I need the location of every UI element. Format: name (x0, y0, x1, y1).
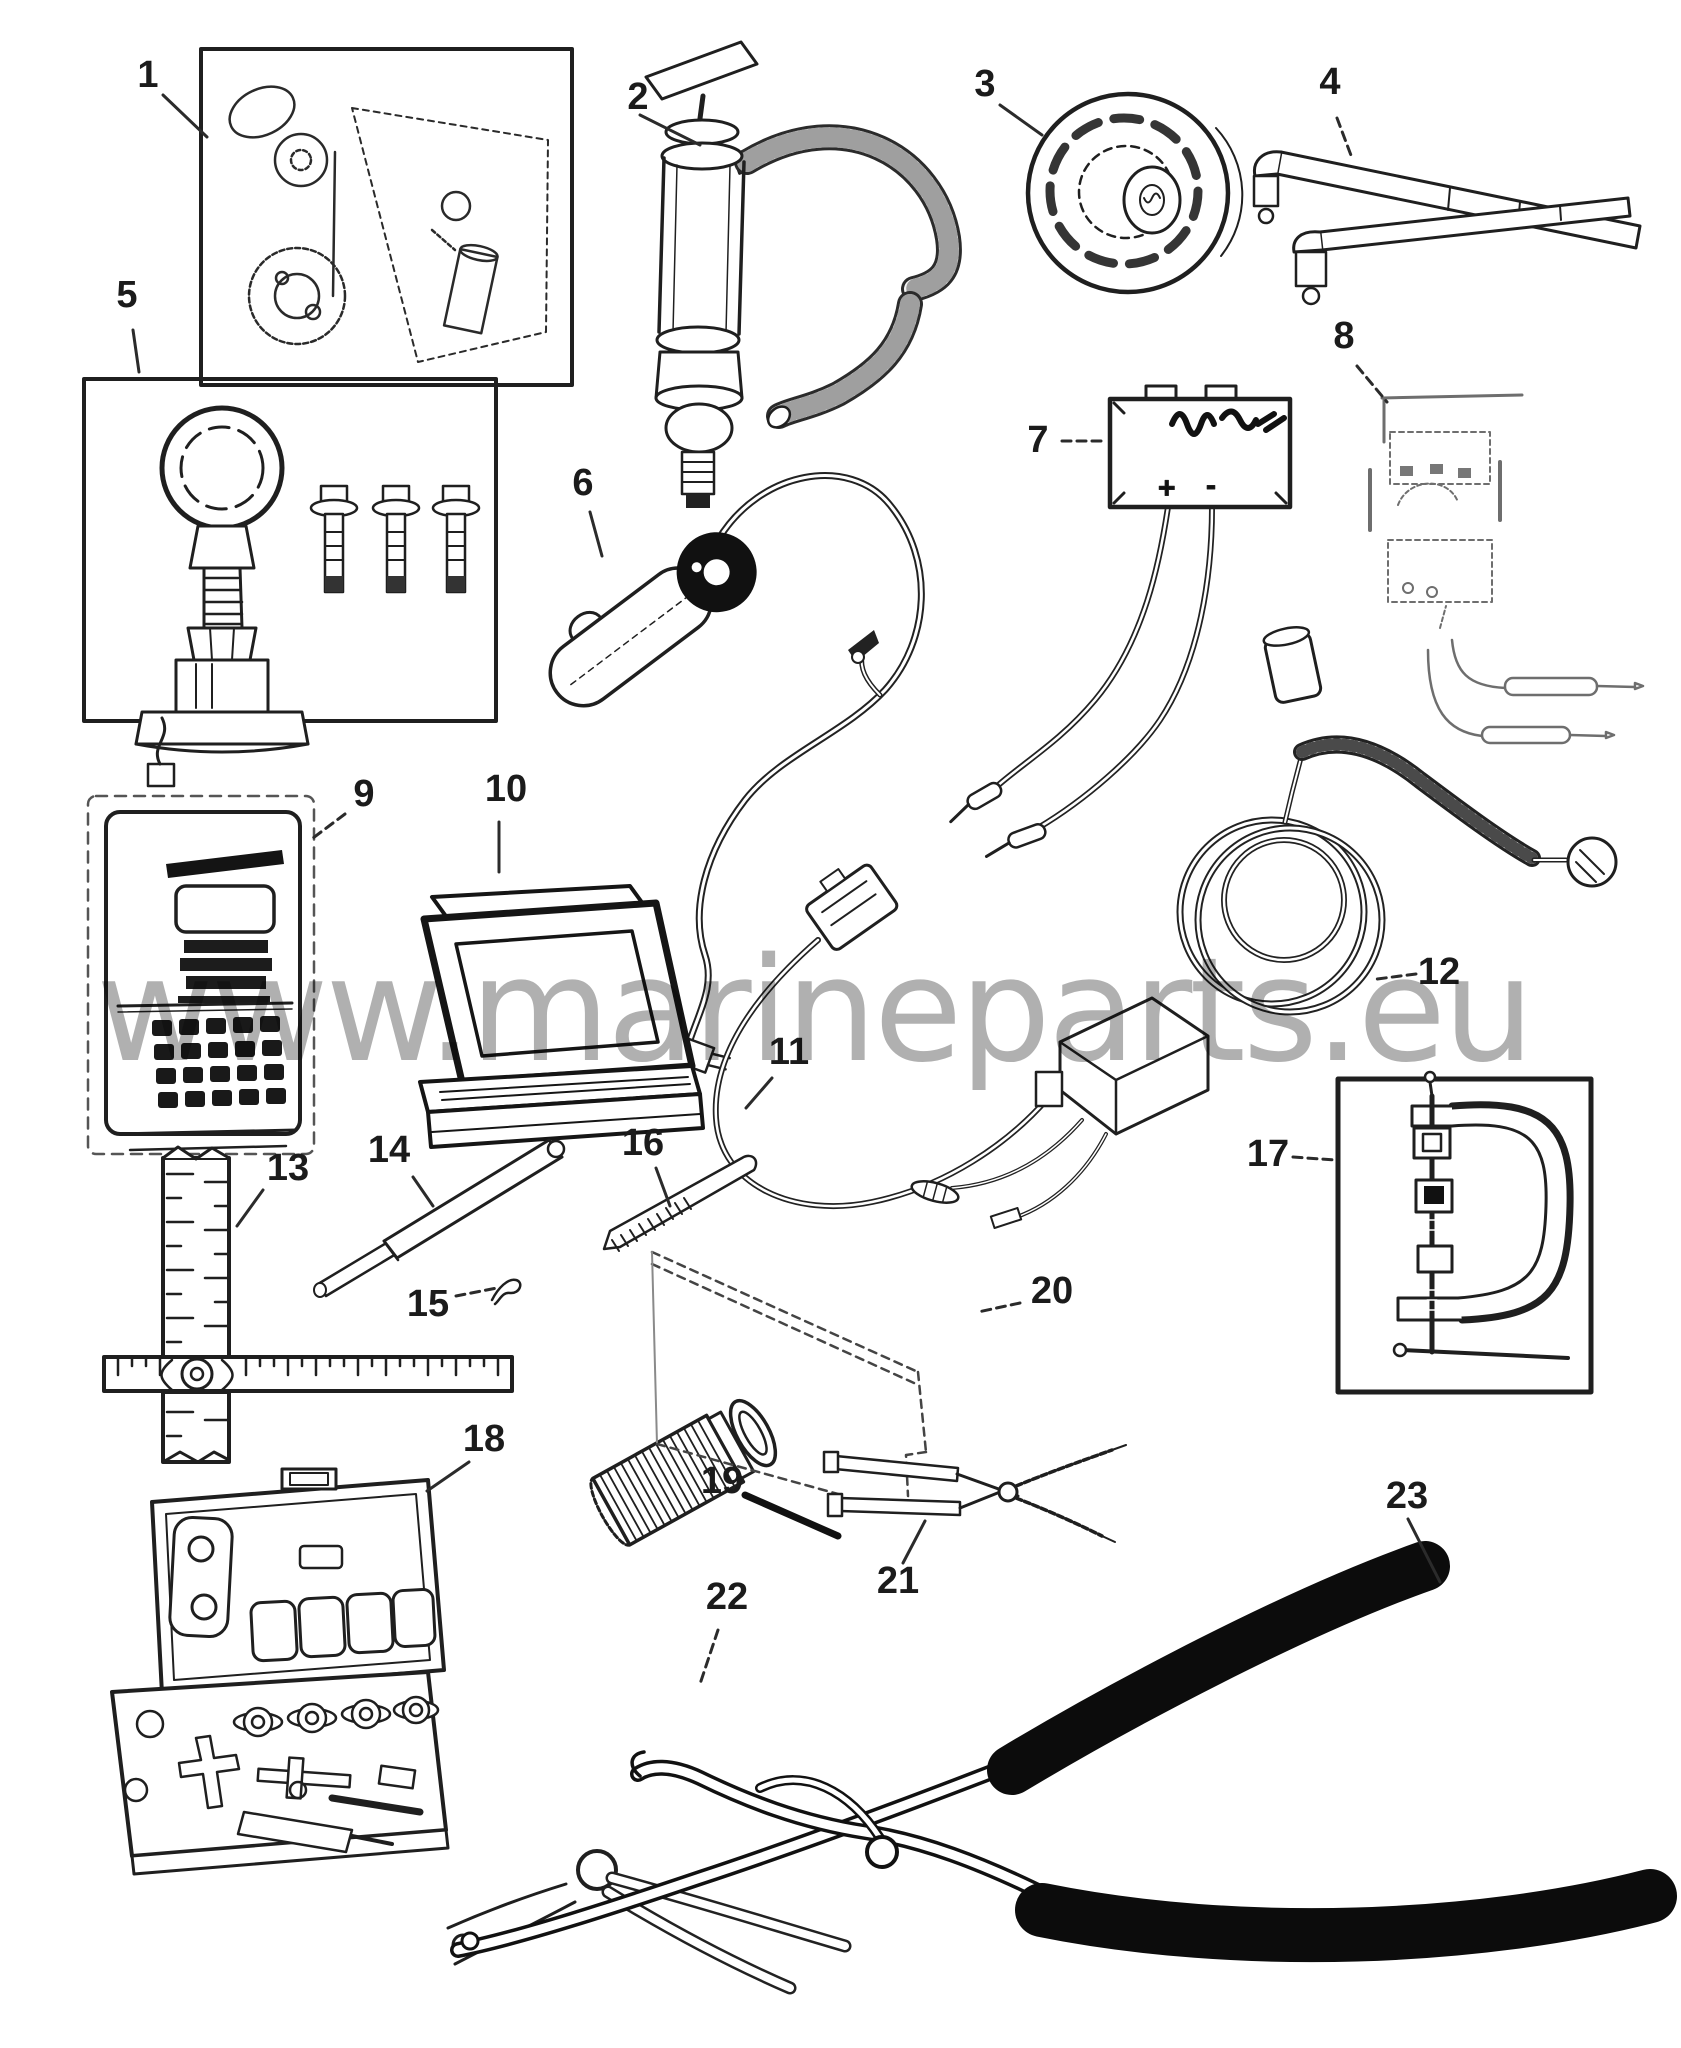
part-18-label: 18 (462, 1418, 506, 1460)
part-12-label: 12 (1417, 951, 1461, 993)
part-8-art (1368, 393, 1645, 745)
part-2-label: 2 (627, 76, 649, 118)
part-12-leader (1375, 972, 1418, 981)
part-15-label: 15 (406, 1283, 450, 1325)
part-12-art (1176, 626, 1618, 1016)
part-6-art (548, 472, 925, 1074)
part-17-art (1335, 1070, 1594, 1395)
part-4-leader (1335, 116, 1354, 160)
part-16-art (602, 1154, 758, 1252)
part-20-art (650, 1250, 928, 1498)
part-14-label: 14 (367, 1129, 411, 1171)
plus-mark: + (1158, 472, 1176, 505)
part-14-leader (411, 1175, 435, 1208)
minus-mark: - (1206, 469, 1216, 502)
part-8-label: 8 (1333, 315, 1355, 357)
part-18-leader (425, 1460, 471, 1493)
part-19-leader (741, 1491, 842, 1540)
part-13-leader (235, 1188, 265, 1228)
part-9-art (86, 716, 316, 1156)
part-1-label: 1 (137, 54, 159, 96)
part-23-art (450, 1541, 1677, 1963)
part-11-leader (744, 1076, 774, 1110)
leader-lines (131, 93, 1442, 1686)
part-21-label: 21 (876, 1560, 920, 1602)
part-5-label: 5 (116, 274, 138, 316)
part-17-label: 17 (1246, 1133, 1290, 1175)
part-8-leader (1355, 364, 1389, 404)
part-9-label: 9 (353, 773, 375, 815)
part-22-label: 22 (705, 1576, 749, 1618)
part-6-label: 6 (572, 462, 594, 504)
part-13-art (102, 1145, 514, 1464)
part-3-art (1025, 91, 1244, 295)
part-5-leader (131, 328, 141, 374)
part-11-label: 11 (768, 1031, 810, 1073)
part-16-leader (654, 1166, 672, 1208)
part-21-art (822, 1444, 1127, 1543)
part-15-leader (454, 1286, 499, 1298)
part-19-art (589, 1398, 778, 1547)
part-1-art (199, 47, 574, 387)
part-14-art (313, 1138, 566, 1298)
part-20-leader (976, 1301, 1022, 1314)
part-5-art (82, 377, 498, 754)
part-18-art (110, 1467, 450, 1876)
part-7-art: + - (949, 384, 1293, 858)
part-3-label: 3 (974, 63, 996, 105)
part-23-leader (1406, 1517, 1442, 1584)
part-2-art (644, 40, 962, 508)
part-11-art (712, 863, 1210, 1230)
part-17-leader (1291, 1155, 1337, 1162)
part-1-leader (161, 93, 209, 139)
part-22-art (446, 1849, 852, 1995)
part-13-label: 13 (266, 1147, 310, 1189)
part-9-leader (307, 812, 347, 843)
part-3-leader (998, 103, 1044, 137)
part-2-leader (638, 113, 702, 147)
part-23-label: 23 (1385, 1475, 1429, 1517)
part-4-art (1252, 150, 1642, 306)
part-10-art (418, 884, 705, 1149)
part-16-label: 16 (621, 1122, 665, 1164)
part-21-leader (901, 1519, 927, 1565)
watermark-text: www.marineparts.eu (96, 926, 1534, 1094)
part-15-art (490, 1278, 522, 1306)
part-22-leader (698, 1628, 720, 1686)
part-7-label: 7 (1027, 419, 1049, 461)
part-20-label: 20 (1030, 1270, 1074, 1312)
part-19-label: 19 (700, 1460, 744, 1502)
part-10-label: 10 (484, 768, 528, 810)
part-6-leader (588, 510, 604, 558)
part-4-label: 4 (1319, 61, 1341, 103)
